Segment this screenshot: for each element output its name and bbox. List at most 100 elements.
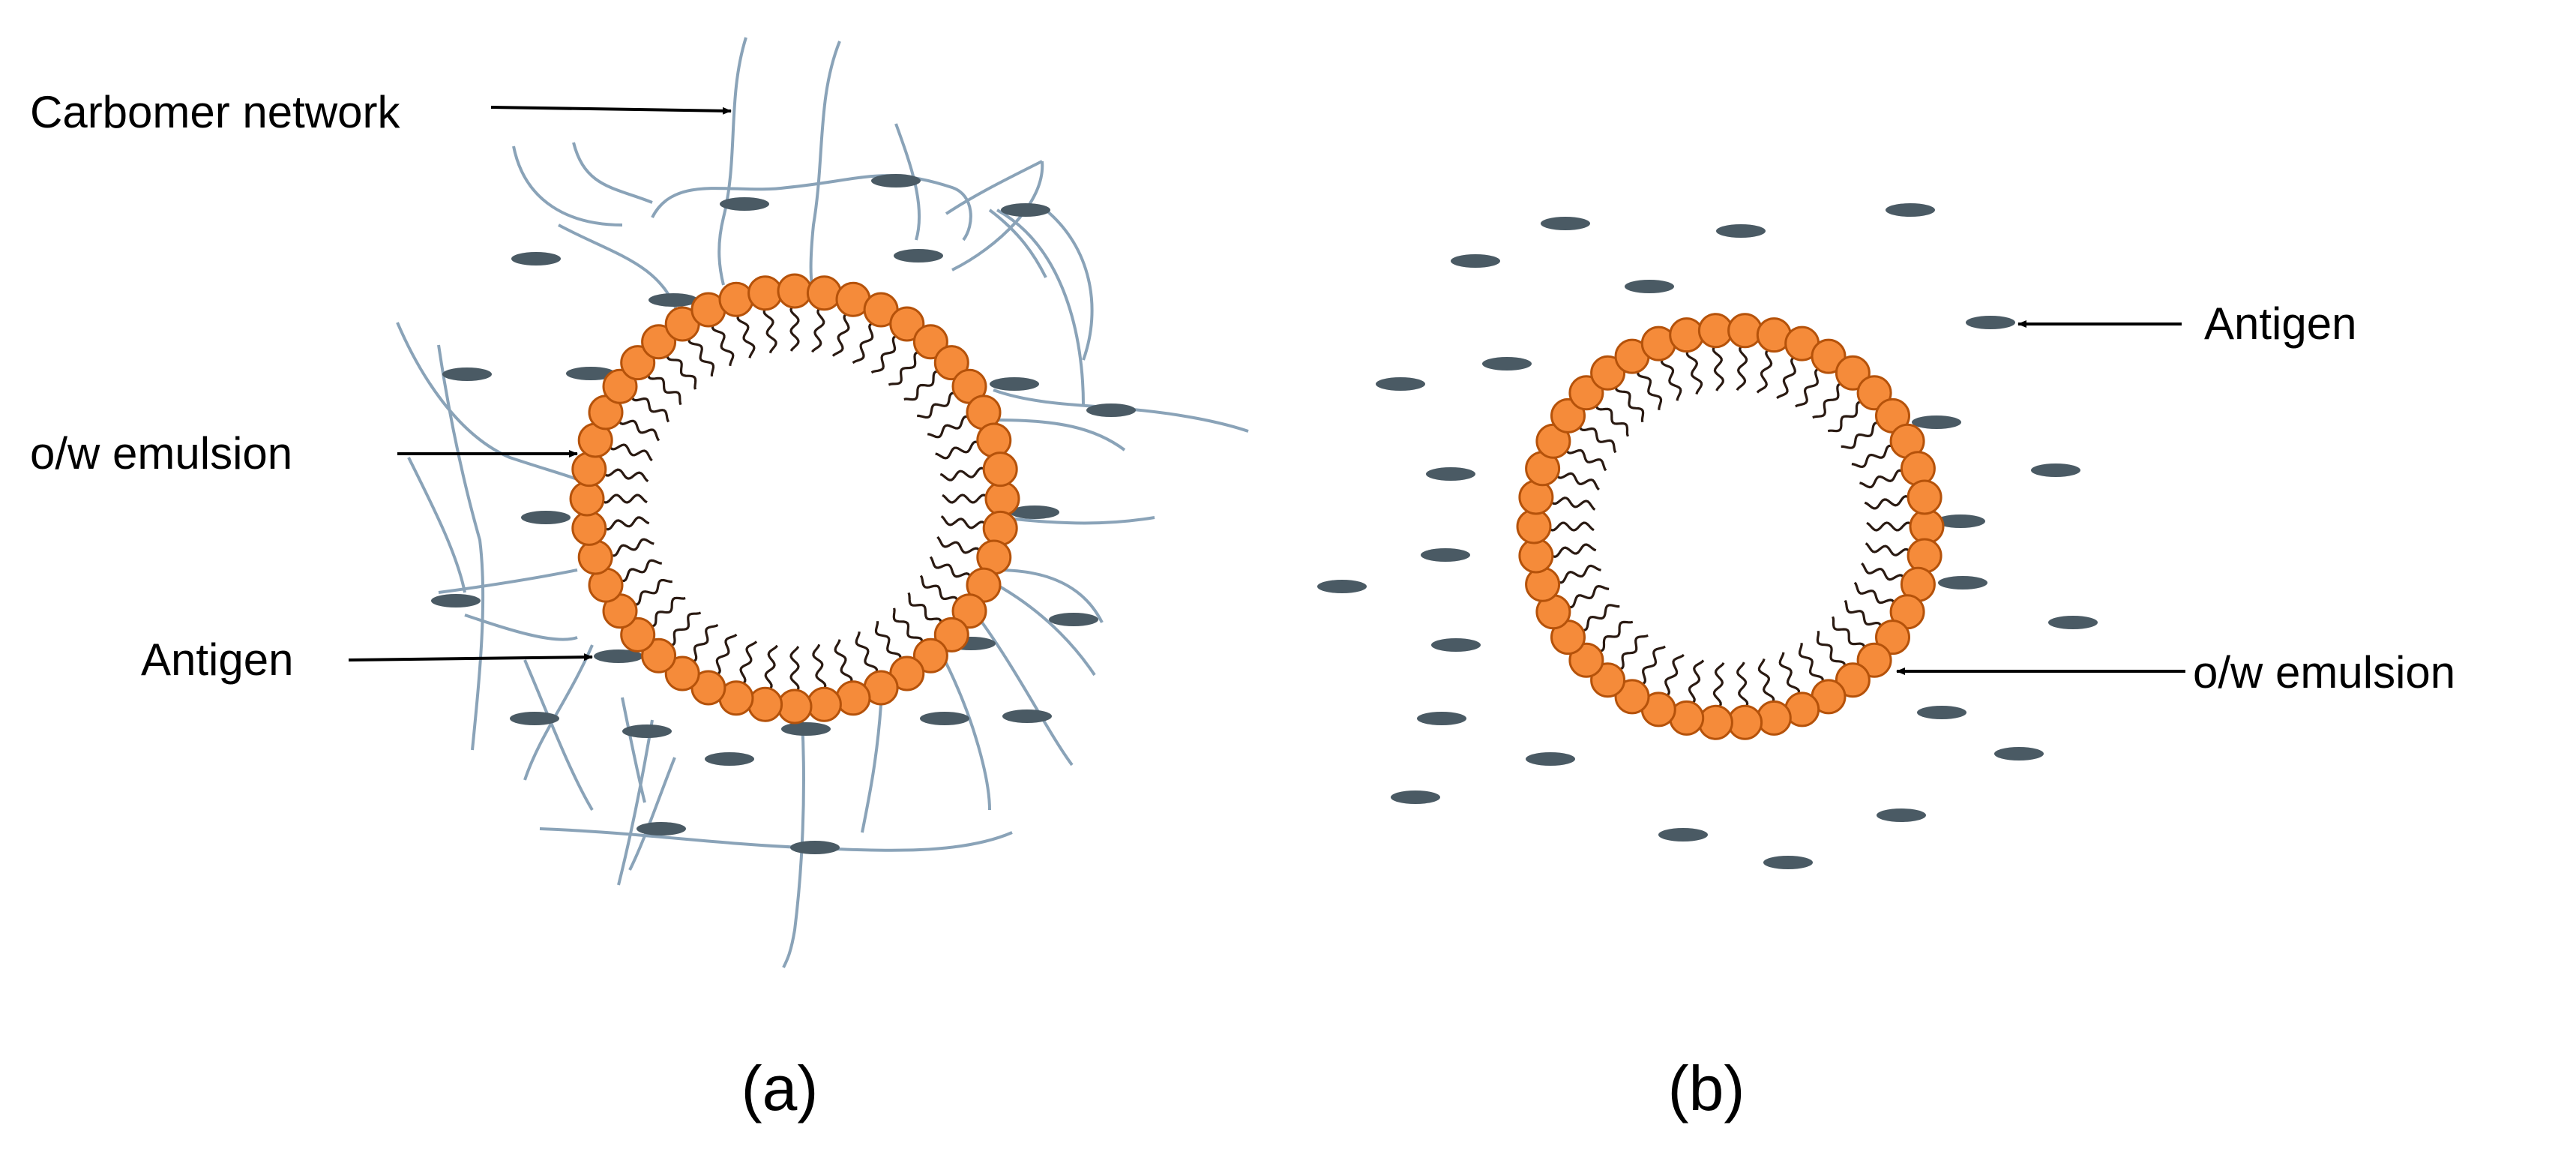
panel-b-emulsion-droplet bbox=[1516, 313, 1945, 740]
antigen-marker bbox=[894, 249, 943, 262]
antigen-marker bbox=[431, 594, 481, 608]
lipid-head bbox=[912, 324, 948, 360]
lipid-tail bbox=[631, 578, 672, 606]
antigen-marker bbox=[720, 197, 769, 211]
lipid-tail bbox=[812, 644, 827, 692]
carbomer-fiber bbox=[407, 457, 466, 593]
carbomer-fiber bbox=[539, 827, 1013, 852]
lipid-head bbox=[620, 616, 656, 652]
lipid-tail bbox=[874, 621, 902, 663]
lipid-head bbox=[1856, 642, 1892, 678]
antigen-marker bbox=[566, 367, 616, 380]
carbomer-fiber bbox=[981, 621, 1074, 766]
lipid-tail bbox=[1756, 346, 1773, 394]
lipid-tail bbox=[927, 415, 972, 439]
lipid-head bbox=[1590, 355, 1626, 391]
lipid-tail bbox=[903, 370, 942, 401]
antigen-marker bbox=[1917, 706, 1966, 719]
lipid-tail bbox=[1564, 446, 1607, 472]
panel-a-antigen-label: Antigen bbox=[141, 634, 294, 685]
carbomer-fiber bbox=[996, 208, 1085, 406]
lipid-tail bbox=[739, 640, 758, 686]
lipid-tail bbox=[713, 633, 738, 677]
lipid-tail bbox=[1864, 495, 1913, 510]
lipid-tail bbox=[1636, 368, 1663, 410]
lipid-tail bbox=[892, 608, 924, 646]
lipid-tail bbox=[1865, 542, 1913, 556]
lipid-tail bbox=[599, 494, 648, 504]
lipid-tail bbox=[646, 371, 682, 406]
lipid-tail bbox=[1688, 659, 1705, 706]
lipid-tail bbox=[936, 536, 982, 554]
antigen-marker bbox=[1936, 514, 1985, 528]
lipid-head bbox=[1516, 508, 1552, 544]
lipid-head bbox=[602, 368, 638, 404]
lipid-tail bbox=[1861, 562, 1907, 581]
lipid-head bbox=[982, 452, 1018, 488]
carbomer-fiber bbox=[988, 208, 1047, 278]
lipid-tail bbox=[1736, 662, 1749, 710]
lipid-tail bbox=[1757, 658, 1775, 706]
antigen-marker bbox=[1966, 316, 2015, 329]
lipid-tail bbox=[667, 611, 702, 647]
carbomer-fiber bbox=[945, 160, 1043, 215]
panel-a-antigen-arrow bbox=[348, 653, 593, 662]
panel-a-caption: (a) bbox=[741, 1053, 819, 1124]
lipid-head bbox=[889, 306, 925, 342]
lipid-head bbox=[1756, 700, 1792, 736]
carbomer-fiber bbox=[464, 614, 578, 641]
lipid-head bbox=[747, 686, 783, 722]
lipid-tail bbox=[1841, 421, 1882, 449]
antigen-marker bbox=[442, 368, 492, 381]
carbomer-fiber bbox=[437, 344, 485, 751]
antigen-marker bbox=[1417, 712, 1466, 725]
lipid-head bbox=[747, 275, 783, 311]
lipid-head bbox=[1811, 338, 1847, 374]
lipid-head bbox=[982, 510, 1018, 546]
lipid-head bbox=[806, 686, 842, 722]
lipid-head bbox=[777, 273, 813, 309]
lipid-head bbox=[1669, 317, 1705, 353]
lipid-head bbox=[835, 680, 871, 716]
carbomer-fiber bbox=[996, 568, 1104, 623]
antigen-marker bbox=[1877, 808, 1926, 822]
lipid-head bbox=[933, 616, 969, 652]
antigen-marker bbox=[511, 252, 561, 266]
antigen-marker bbox=[1317, 580, 1367, 593]
lipid-tail bbox=[831, 311, 850, 357]
lipid-head bbox=[984, 481, 1020, 517]
antigen-marker bbox=[1376, 377, 1425, 391]
lipid-head bbox=[641, 638, 677, 674]
lipid-tail bbox=[616, 417, 660, 442]
carbomer-fiber bbox=[438, 568, 578, 594]
lipid-tail bbox=[1866, 521, 1915, 532]
lipid-head bbox=[806, 275, 842, 311]
antigen-marker bbox=[1938, 576, 1987, 590]
lipid-tail bbox=[935, 440, 982, 460]
lipid-head bbox=[1568, 642, 1604, 678]
lipid-tail bbox=[1616, 634, 1649, 671]
lipid-tail bbox=[1853, 581, 1897, 607]
antigen-marker bbox=[1994, 747, 2044, 760]
antigen-marker bbox=[1526, 752, 1575, 766]
antigen-marker bbox=[871, 174, 921, 188]
carbomer-fiber bbox=[617, 719, 654, 886]
carbomer-fiber bbox=[996, 584, 1096, 676]
lipid-tail bbox=[1661, 356, 1682, 401]
lipid-head bbox=[571, 452, 607, 488]
lipid-tail bbox=[711, 321, 735, 366]
lipid-head bbox=[569, 481, 605, 517]
antigen-marker bbox=[1001, 203, 1050, 217]
panel-a-antigens bbox=[431, 174, 1136, 854]
lipid-tail bbox=[607, 538, 654, 557]
carbomer-fiber bbox=[809, 40, 841, 286]
antigen-marker bbox=[1391, 790, 1440, 804]
lipid-tail bbox=[789, 303, 800, 352]
lipid-tail bbox=[929, 556, 973, 580]
antigen-marker bbox=[790, 841, 840, 854]
lipid-head bbox=[1909, 508, 1945, 544]
lipid-tail bbox=[1851, 444, 1896, 469]
antigen-marker bbox=[1002, 710, 1052, 723]
lipid-tail bbox=[1554, 472, 1600, 490]
lipid-tail bbox=[617, 559, 662, 583]
